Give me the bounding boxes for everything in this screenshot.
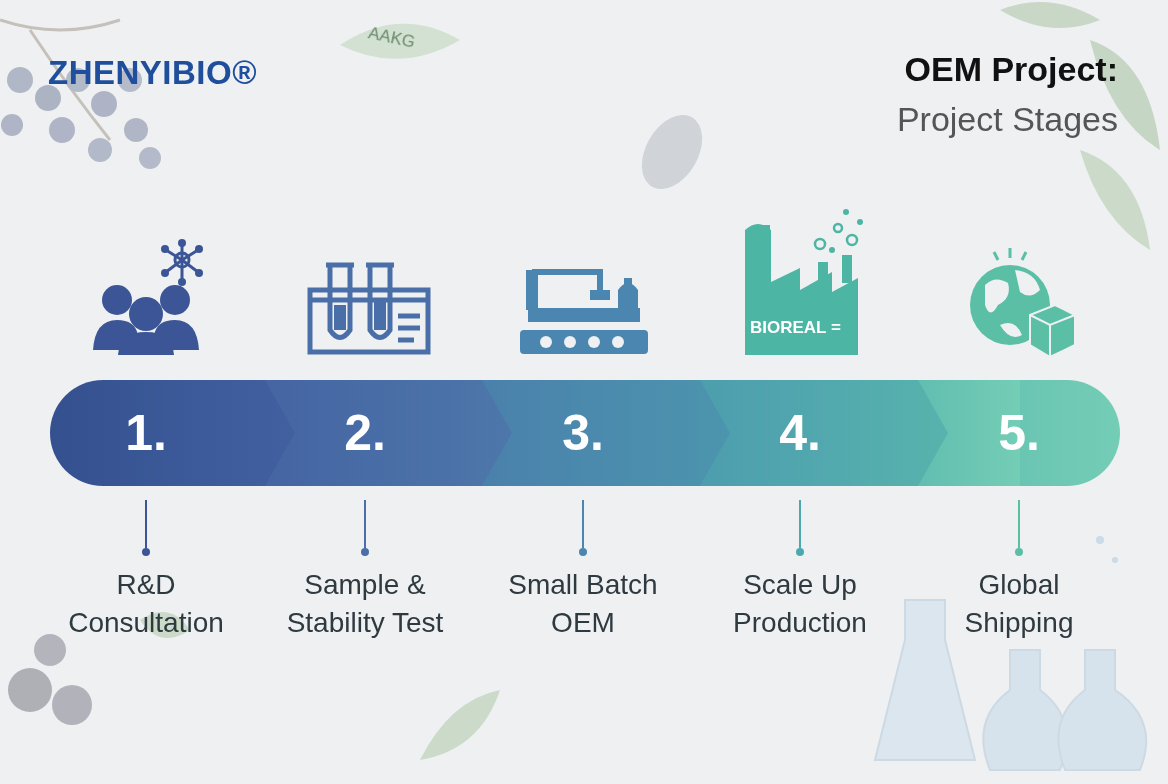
people-icon bbox=[93, 239, 203, 355]
stage-name: Global Shipping bbox=[921, 566, 1117, 642]
title: OEM Project: bbox=[905, 50, 1118, 89]
stage-name: Small Batch OEM bbox=[485, 566, 681, 642]
stage-number: 3. bbox=[562, 408, 604, 458]
stage-name: Scale Up Production bbox=[702, 566, 898, 642]
stage-name: R&D Consultation bbox=[48, 566, 244, 642]
machine-icon bbox=[520, 270, 648, 354]
factory-sign: BIOREAL = bbox=[750, 318, 841, 338]
stage-number: 4. bbox=[779, 408, 821, 458]
subtitle: Project Stages bbox=[897, 100, 1118, 139]
leaves bbox=[140, 2, 1160, 760]
stage-segment: 5.Global Shipping bbox=[919, 380, 1119, 486]
glassware bbox=[875, 536, 1146, 770]
stage-name: Sample & Stability Test bbox=[267, 566, 463, 642]
stage-band bbox=[50, 380, 1120, 486]
stage-segment: 4.Scale Up Production bbox=[700, 380, 900, 486]
logo: ZHENYIBIO® bbox=[48, 54, 257, 92]
leader-lines bbox=[142, 500, 1023, 556]
globe-icon bbox=[970, 248, 1075, 357]
stage-segment: 3.Small Batch OEM bbox=[483, 380, 683, 486]
stage-number: 5. bbox=[998, 408, 1040, 458]
stage-segment: 1.R&D Consultation bbox=[46, 380, 246, 486]
factory-icon bbox=[745, 209, 863, 355]
stage-number: 2. bbox=[344, 408, 386, 458]
stage-segment: 2.Sample & Stability Test bbox=[265, 380, 465, 486]
stage-number: 1. bbox=[125, 408, 167, 458]
test-tube-icon bbox=[310, 265, 428, 352]
